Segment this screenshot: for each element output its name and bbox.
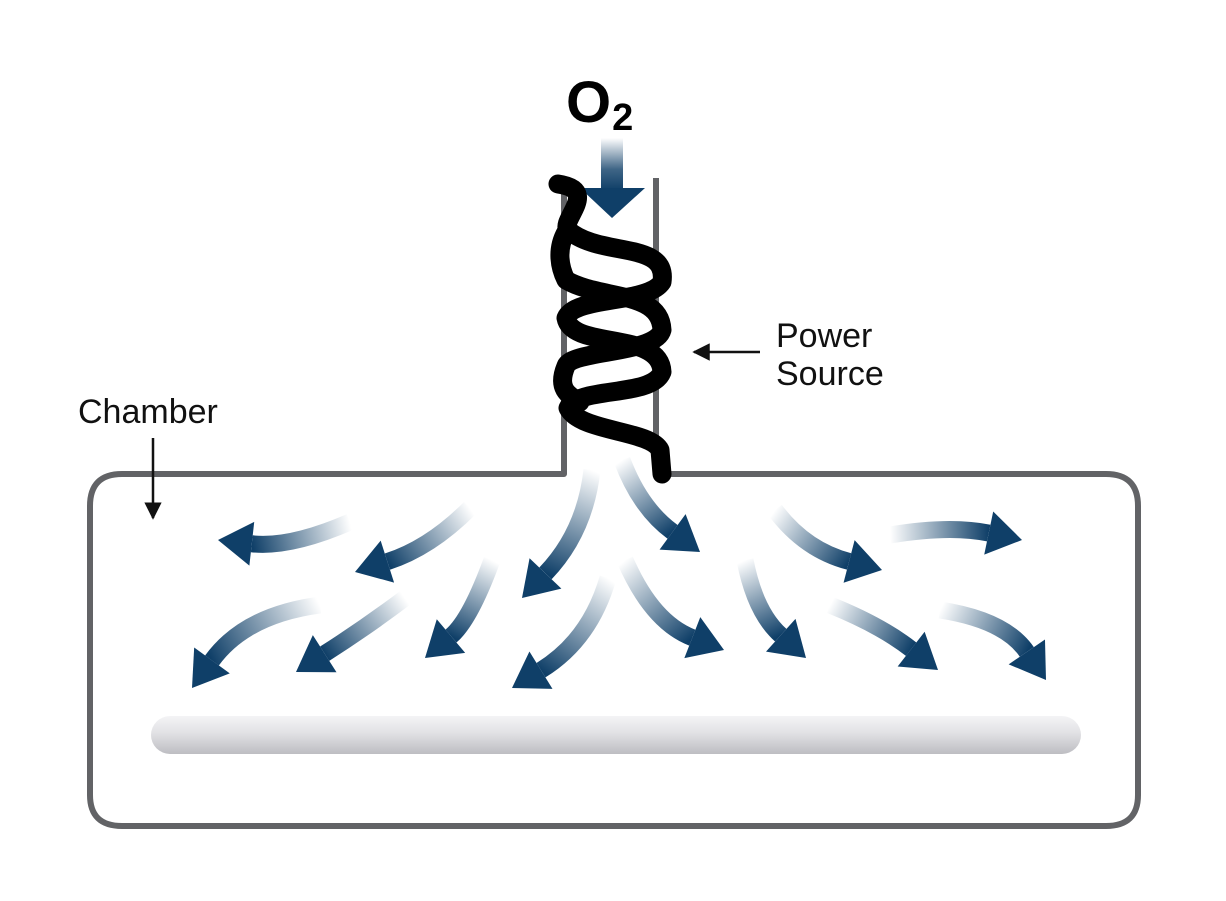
oxygen-subscript: 2 — [612, 97, 634, 139]
curved-arrow-icon — [355, 501, 477, 583]
flow-arrow-head — [897, 631, 938, 670]
flow-arrow-head — [659, 514, 700, 552]
flow-arrow-shaft — [617, 556, 696, 646]
power-source-label: Power Source — [776, 317, 884, 393]
oxygen-label: O2 — [566, 74, 633, 138]
flow-arrow-shaft — [250, 514, 354, 553]
curved-arrow-icon — [192, 596, 322, 688]
down-arrow-icon — [580, 138, 645, 218]
flow-arrow-head — [512, 651, 553, 689]
flow-arrow-shaft — [320, 591, 411, 661]
flow-arrow-head — [522, 558, 562, 598]
flow-arrow-head — [218, 521, 255, 566]
flow-arrow-head — [425, 619, 466, 658]
flow-arrow-shaft — [539, 468, 601, 580]
curved-arrow-icon — [888, 511, 1022, 555]
flow-arrow-head — [684, 617, 724, 659]
flow-arrow-shaft — [536, 575, 617, 678]
flow-arrow-shaft — [938, 601, 1034, 658]
curved-arrow-icon — [768, 504, 882, 583]
coil-icon — [548, 174, 672, 484]
chamber-label: Chamber — [78, 393, 218, 431]
flow-arrows — [192, 456, 1046, 689]
oxygen-symbol: O — [566, 70, 612, 135]
curved-arrow-icon — [296, 591, 411, 673]
curved-arrow-icon — [614, 456, 700, 552]
flow-arrow-head — [766, 618, 806, 658]
flow-arrow-head — [296, 635, 337, 673]
curved-arrow-icon — [522, 468, 601, 598]
flow-arrow-head — [843, 540, 882, 583]
power-source-label-line1: Power — [776, 317, 873, 355]
flow-arrow-shaft — [445, 557, 500, 643]
flow-arrow-shaft — [384, 501, 477, 570]
flow-arrow-shaft — [736, 558, 787, 642]
substrate-plate — [151, 716, 1081, 754]
power-source-label-line2: Source — [776, 355, 884, 393]
flow-arrow-head — [192, 647, 230, 688]
curved-arrow-icon — [425, 557, 500, 658]
flow-arrow-head — [984, 511, 1022, 555]
flow-arrow-shaft — [205, 596, 322, 666]
flow-arrow-shaft — [768, 504, 852, 570]
curved-arrow-icon — [938, 601, 1046, 680]
flow-arrow-shaft — [826, 597, 917, 656]
flow-arrow-shaft — [888, 521, 991, 544]
curved-arrow-icon — [617, 556, 724, 659]
chamber-outline — [87, 178, 1141, 829]
curved-arrow-icon — [218, 514, 354, 566]
flow-arrow-head — [1008, 639, 1046, 680]
curved-arrow-icon — [826, 597, 938, 670]
curved-arrow-icon — [736, 558, 806, 658]
flow-arrow-head — [355, 540, 395, 583]
flow-arrow-shaft — [614, 456, 678, 539]
curved-arrow-icon — [512, 575, 617, 689]
